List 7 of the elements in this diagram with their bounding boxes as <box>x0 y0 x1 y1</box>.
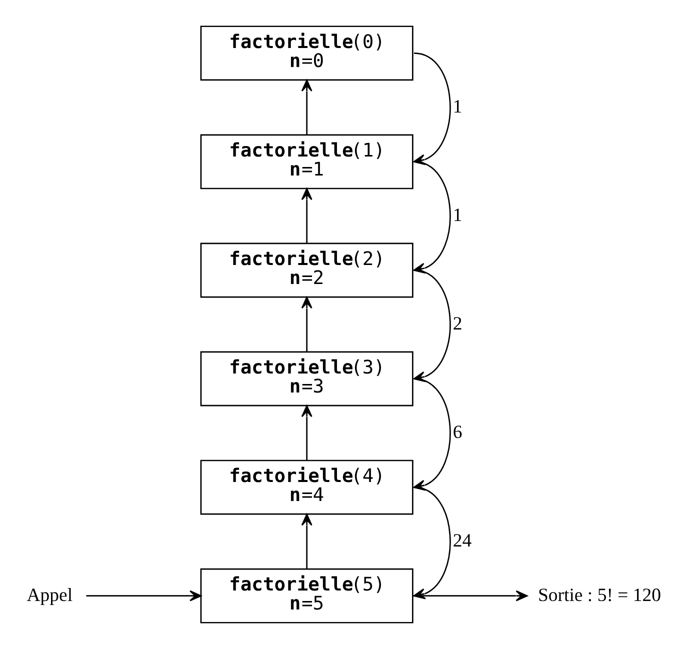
node-text: Sortie : 5! = 120 <box>538 584 662 606</box>
edge-label: 1 <box>452 204 462 226</box>
edge-label: 6 <box>452 421 462 442</box>
node-text: Appel <box>26 584 73 606</box>
edge-label: 2 <box>452 312 462 334</box>
edge-label: 24 <box>452 530 472 552</box>
edge-label: 1 <box>452 96 462 117</box>
